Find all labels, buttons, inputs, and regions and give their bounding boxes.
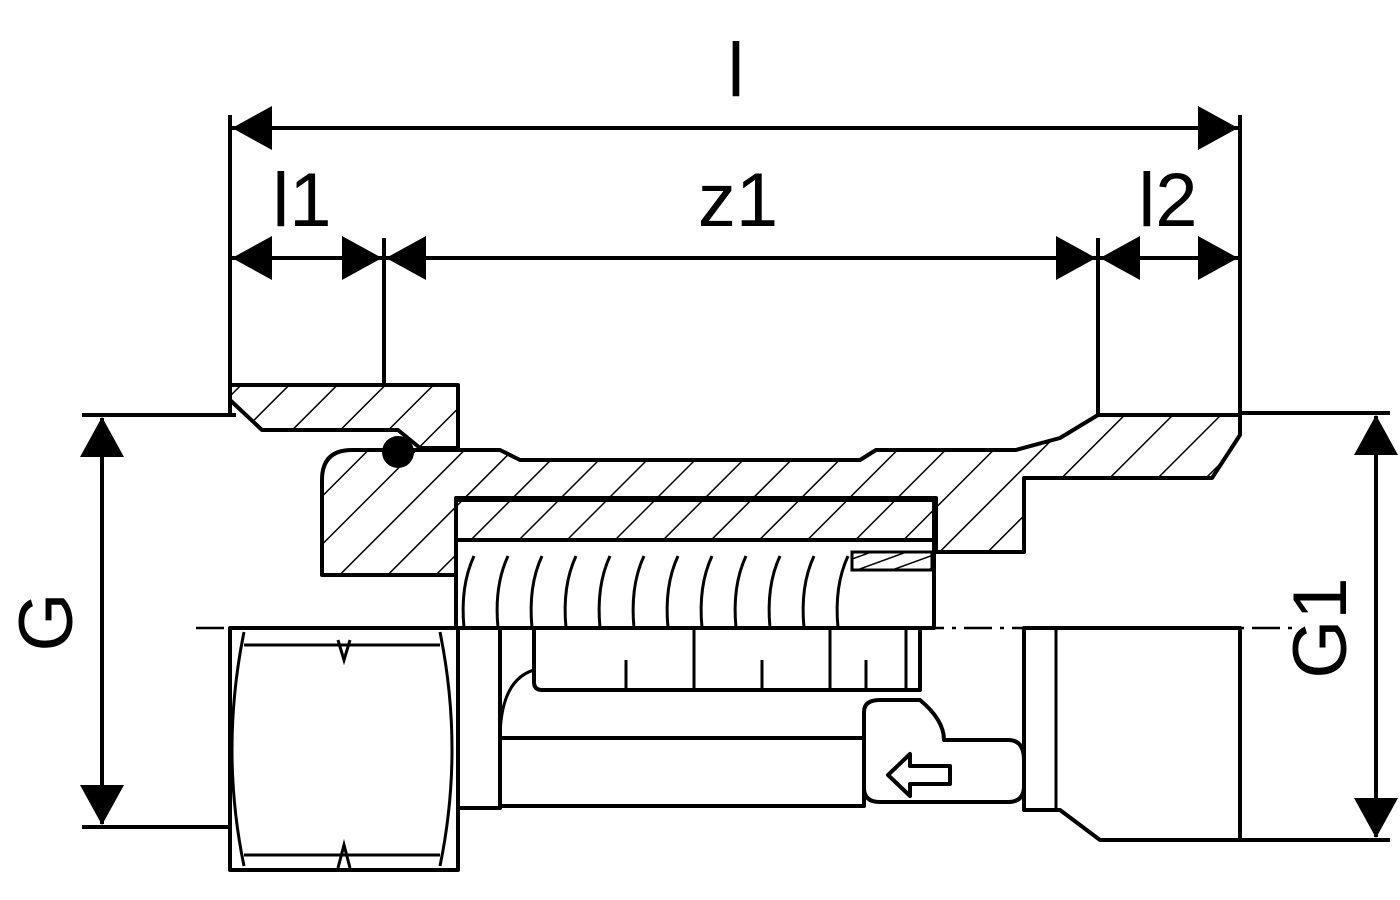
label-thread-left: G [4, 592, 89, 651]
arrowhead [1100, 236, 1140, 280]
label-length-1: l1 [272, 158, 331, 243]
flow-direction-arrow [886, 752, 952, 798]
arrowhead [1198, 236, 1238, 280]
union-nut-exterior [228, 626, 460, 872]
main-body-exterior [456, 626, 502, 810]
arrowhead [1056, 236, 1096, 280]
arrowhead [80, 785, 124, 825]
label-length-2: l2 [1138, 158, 1197, 243]
arrowhead [342, 236, 382, 280]
arrowhead [386, 236, 426, 280]
label-thread-right: G1 [1278, 577, 1363, 678]
dimension-thread-left: G [4, 413, 262, 829]
arrowhead [1198, 106, 1238, 150]
arrowhead [232, 106, 272, 150]
union-nut-section [228, 383, 460, 450]
label-body-length: z1 [698, 158, 778, 243]
dimension-overall-length: l [228, 28, 1242, 415]
arrowhead [1354, 798, 1398, 838]
arrowhead [1354, 415, 1398, 455]
arrowhead [232, 236, 272, 280]
grip-ring [461, 550, 934, 629]
o-ring [382, 436, 414, 468]
fitting-body [228, 383, 1242, 872]
arrowhead [80, 417, 124, 457]
inner-sleeve-section [454, 498, 936, 542]
label-overall-length: l [728, 28, 745, 113]
dimension-chain: l1 z1 l2 [232, 158, 1238, 415]
